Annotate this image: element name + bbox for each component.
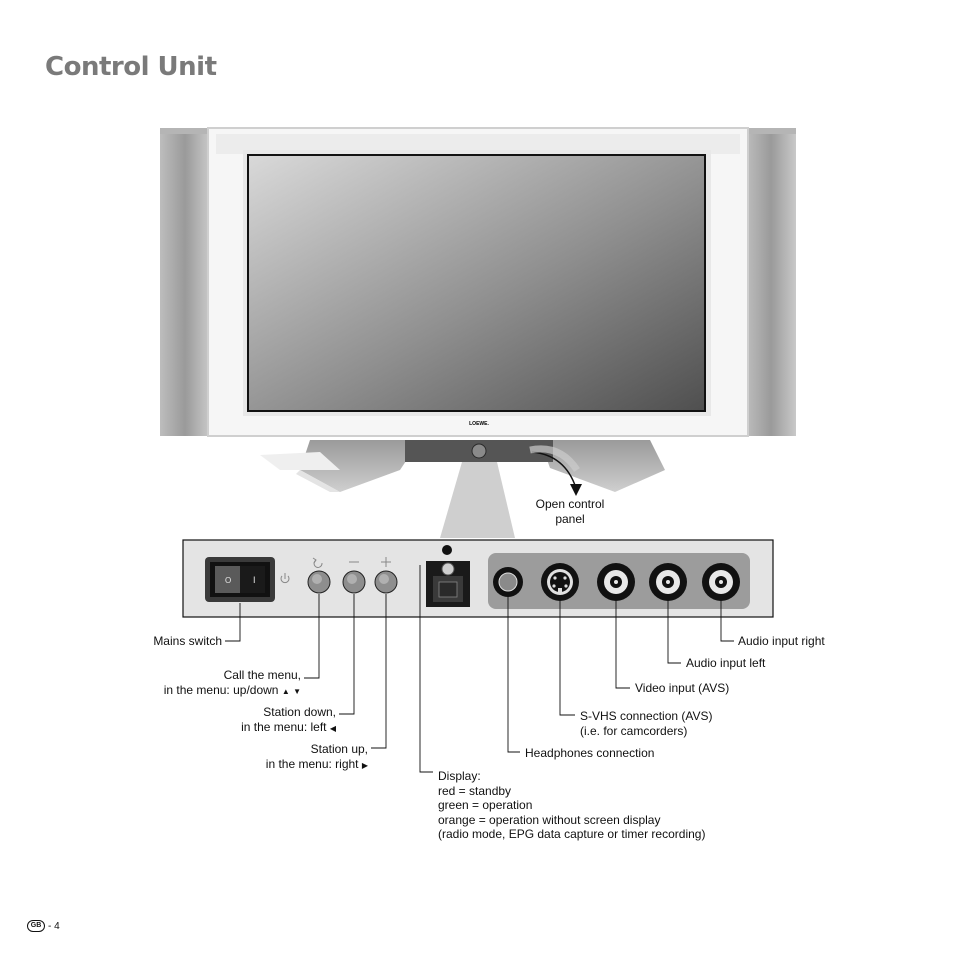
station-down-label: Station down, in the menu: left ◀	[241, 705, 336, 734]
svhs-label: S-VHS connection (AVS) (i.e. for camcord…	[580, 709, 713, 738]
leader-lines	[225, 565, 734, 773]
headphones-jack[interactable]	[493, 567, 523, 597]
left-speaker	[160, 128, 210, 436]
tv-screen	[247, 154, 706, 412]
audio-right-jack[interactable]	[702, 563, 740, 601]
triangle-down-icon: ▼	[293, 686, 301, 696]
page-title: Control Unit	[45, 52, 217, 82]
power-icon	[280, 573, 290, 584]
display-label: Display: red = standby green = operation…	[438, 769, 706, 841]
page-number: - 4	[48, 920, 60, 932]
tv-stand	[260, 440, 665, 492]
headphones-label: Headphones connection	[525, 746, 655, 760]
mains-switch[interactable]	[205, 557, 275, 602]
plus-icon	[381, 557, 391, 567]
refresh-arrow-icon	[312, 557, 323, 568]
display-led	[442, 545, 452, 555]
call-menu-label: Call the menu, in the menu: up/down ▲ ▼	[163, 668, 301, 697]
open-panel-label: Open control panel	[535, 497, 605, 526]
triangle-up-icon: ▲	[281, 686, 290, 696]
right-speaker	[746, 128, 796, 436]
triangle-left-icon: ◀	[329, 723, 336, 733]
switch-off-mark: O	[225, 576, 231, 585]
tv-brand-logo: LOEWE.	[469, 421, 489, 427]
open-arrow-icon	[531, 451, 577, 489]
audio-right-label: Audio input right	[738, 634, 825, 648]
station-up-label: Station up, in the menu: right ▶	[265, 742, 368, 771]
audio-left-label: Audio input left	[686, 656, 766, 670]
video-input-jack[interactable]	[597, 563, 635, 601]
audio-left-jack[interactable]	[649, 563, 687, 601]
video-input-label: Video input (AVS)	[635, 681, 730, 695]
triangle-right-icon: ▶	[361, 760, 368, 770]
language-badge: GB	[27, 920, 45, 932]
zoom-projection	[440, 462, 515, 538]
svhs-socket[interactable]	[541, 563, 579, 601]
switch-on-mark: I	[253, 575, 256, 585]
page-footer: GB - 4	[27, 920, 60, 932]
mains-switch-label: Mains switch	[153, 634, 222, 648]
